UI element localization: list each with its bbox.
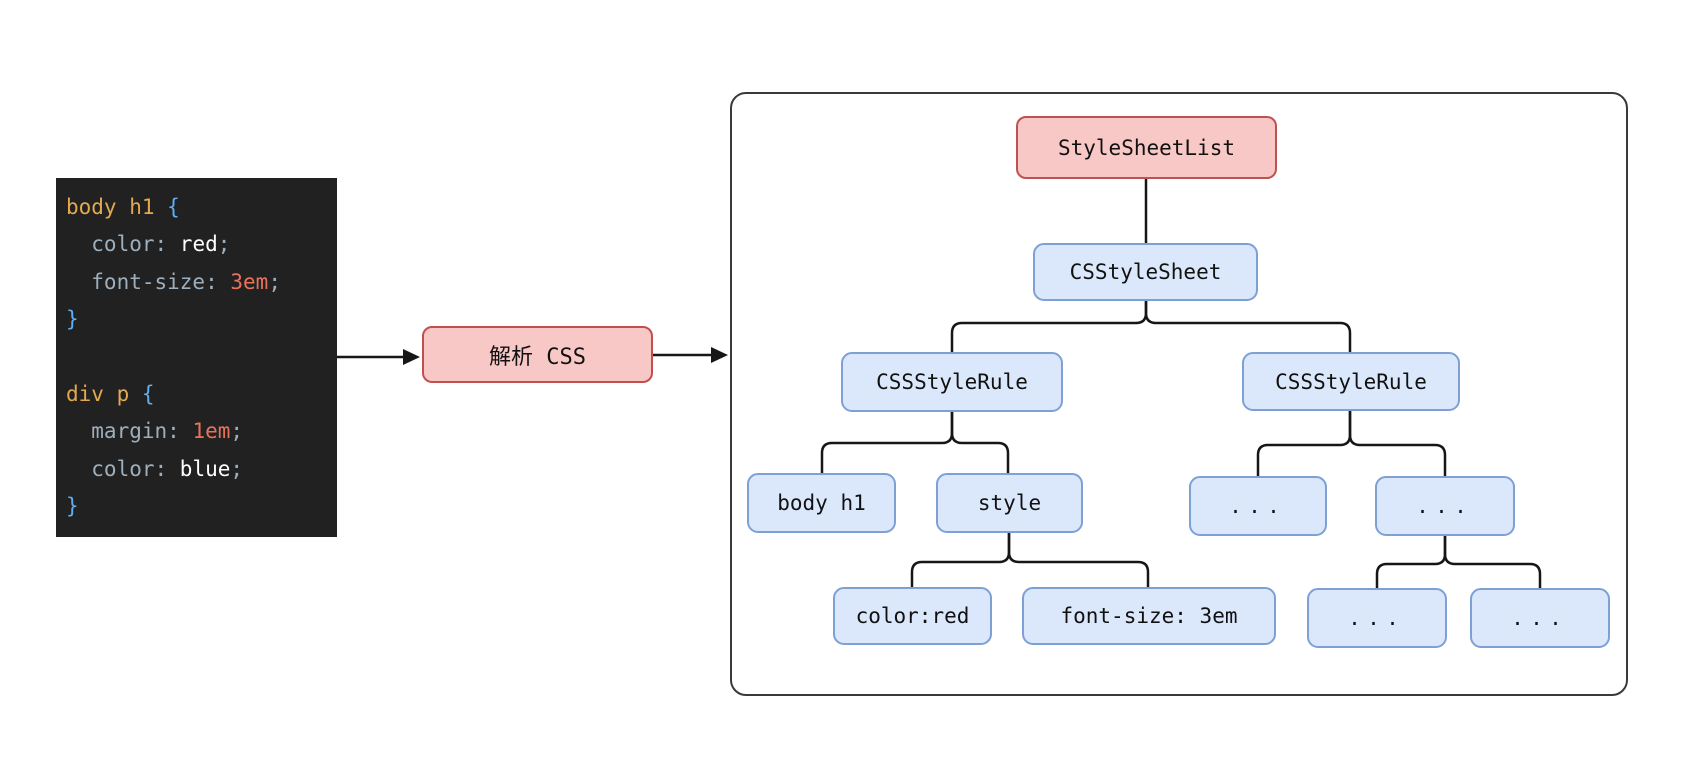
tree-node-ellipsis-1: ... xyxy=(1189,476,1327,536)
code-line: div p { xyxy=(66,376,327,413)
tree-node-decl-color-red: color:red xyxy=(833,587,992,645)
code-token-property: ; xyxy=(230,456,244,481)
code-line: font-size: 3em; xyxy=(66,264,327,301)
arrowhead-right-icon xyxy=(403,349,420,365)
code-token-property: color: xyxy=(66,232,180,257)
node-label: CSSStyleRule xyxy=(1275,369,1427,394)
code-token-value: blue xyxy=(179,456,231,481)
code-token-number: 3em xyxy=(230,269,269,294)
tree-node-selector-body-h1: body h1 xyxy=(747,473,896,533)
code-token-number: 1em xyxy=(192,419,231,444)
node-label: ... xyxy=(1511,606,1569,630)
tree-node-cssstylerule-right: CSSStyleRule xyxy=(1242,352,1460,411)
css-source-code-block: body h1 { color: red; font-size: 3em;} d… xyxy=(56,178,337,537)
code-token-selector: body h1 xyxy=(66,195,168,219)
code-token-selector: div p xyxy=(66,382,142,407)
code-line: color: red; xyxy=(66,226,327,263)
code-token-property: margin: xyxy=(66,419,193,444)
tree-node-ellipsis-3: ... xyxy=(1307,588,1447,648)
code-line: margin: 1em; xyxy=(66,413,327,450)
node-label: ... xyxy=(1416,494,1474,518)
code-token-property: font-size: xyxy=(66,269,231,294)
code-token-property: ; xyxy=(230,419,244,444)
code-token-brace: } xyxy=(66,307,79,332)
parse-css-step-box: 解析 CSS xyxy=(422,326,653,383)
code-token-brace: } xyxy=(66,494,79,519)
code-token-property: ; xyxy=(268,269,281,294)
node-label: ... xyxy=(1348,606,1406,630)
code-token-property: ; xyxy=(217,232,231,257)
tree-node-style: style xyxy=(936,473,1083,533)
code-token-brace: { xyxy=(141,382,155,407)
node-label: ... xyxy=(1229,494,1287,518)
code-token-value: red xyxy=(179,232,218,257)
code-line: body h1 { xyxy=(66,189,327,226)
tree-node-stylesheetlist: StyleSheetList xyxy=(1016,116,1277,179)
node-label: color:red xyxy=(855,604,970,628)
node-label: StyleSheetList xyxy=(1057,135,1235,160)
code-line: color: blue; xyxy=(66,451,327,488)
node-label: body h1 xyxy=(777,491,866,515)
node-label: CSStyleSheet xyxy=(1069,260,1222,284)
arrowhead-right-icon xyxy=(711,347,728,363)
tree-node-cssstylesheet: CSStyleSheet xyxy=(1033,243,1258,301)
parse-css-label: 解析 CSS xyxy=(489,344,586,370)
node-label: font-size: 3em xyxy=(1060,604,1238,628)
code-token-plain xyxy=(66,345,79,369)
tree-node-cssstylerule-left: CSSStyleRule xyxy=(841,352,1063,412)
node-label: CSSStyleRule xyxy=(876,370,1028,394)
tree-node-ellipsis-2: ... xyxy=(1375,476,1515,536)
code-token-property: color: xyxy=(66,456,180,481)
node-label: style xyxy=(977,491,1042,515)
code-line: } xyxy=(66,488,327,525)
tree-node-ellipsis-4: ... xyxy=(1470,588,1610,648)
code-token-brace: { xyxy=(167,195,180,219)
code-line: } xyxy=(66,301,327,338)
code-line xyxy=(66,339,327,376)
tree-node-decl-font-size: font-size: 3em xyxy=(1022,587,1276,645)
